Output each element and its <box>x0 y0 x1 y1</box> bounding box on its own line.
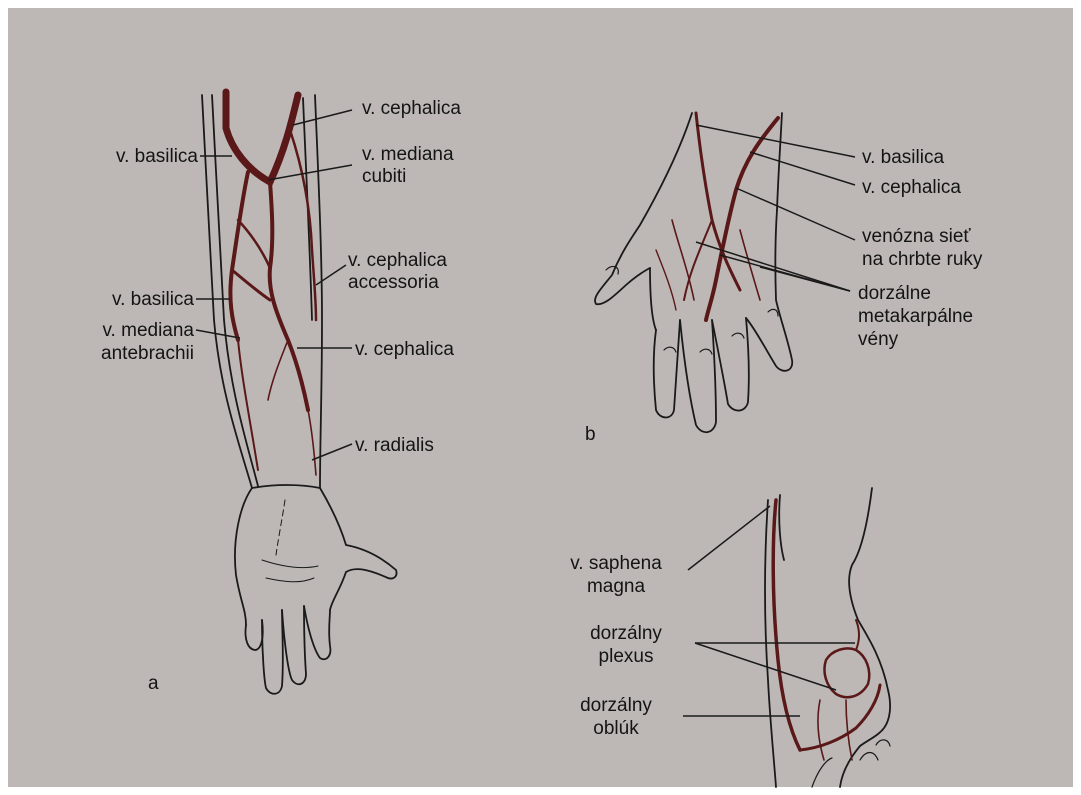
vein-plexus-branch-1 <box>856 620 859 650</box>
toe-2 <box>860 753 878 761</box>
label-c-plexus-1: dorzálny <box>562 623 690 644</box>
label-b-siet-1: venózna sieť <box>862 226 971 247</box>
palm-crease-2 <box>266 578 314 582</box>
label-a-radialis: v. radialis <box>355 435 434 456</box>
vein-minor-1 <box>268 340 288 400</box>
leader-mediana-cubiti <box>268 165 352 180</box>
vein-b-network-1 <box>684 220 712 300</box>
vein-cephalica-accessoria <box>290 130 316 320</box>
hand-b-finger-2 <box>680 320 716 432</box>
label-a-basilica-top: v. basilica <box>60 146 198 167</box>
leader-b-cephalica <box>750 152 855 185</box>
vein-dorsal-plexus <box>824 648 869 697</box>
label-a-mediana-ante-2: antebrachii <box>40 343 194 364</box>
hand-b-knuckle-2 <box>700 349 712 354</box>
hand-b-palm-left <box>650 268 656 330</box>
foot-outline-medial-inner <box>779 495 784 560</box>
forearm-outline-ulnar <box>202 95 252 488</box>
label-a-cephalica-acc-2: accessoria <box>348 272 439 293</box>
palm-crease-1 <box>262 560 318 568</box>
label-c-plexus-2: plexus <box>562 646 690 667</box>
vein-basilica-a <box>230 172 248 340</box>
label-b-meta-3: vény <box>858 329 898 350</box>
vein-b-cephalica <box>706 118 778 320</box>
leader-cephalica-top <box>293 110 352 125</box>
label-b-siet-2: na chrbte ruky <box>862 249 982 270</box>
vein-b-network-4 <box>656 250 676 310</box>
finger-little <box>245 620 262 650</box>
hand-b-knuckle-4 <box>768 309 778 316</box>
label-c-saphena-2: magna <box>550 576 682 597</box>
vein-connector-1 <box>232 270 270 300</box>
foot-outline-lateral <box>840 488 890 787</box>
label-b-cephalica: v. cephalica <box>862 177 961 198</box>
leader-mediana-ante <box>196 330 240 338</box>
hand-b-finger-4 <box>746 210 792 371</box>
hand-b-knuckle-1 <box>664 347 676 352</box>
label-b-basilica: v. basilica <box>862 147 944 168</box>
toe-3 <box>876 740 890 746</box>
label-a-cephalica-acc-1: v. cephalica <box>348 250 447 271</box>
hand-b-knuckle-3 <box>732 333 744 338</box>
leader-b-meta-3 <box>760 267 850 291</box>
toe-1 <box>812 758 832 787</box>
hand-veins <box>656 113 778 320</box>
wrist-line <box>252 485 320 488</box>
hand-outline-ulnar <box>235 488 252 625</box>
hand-outline-thumb <box>320 488 397 610</box>
leader-b-siet <box>736 188 855 240</box>
finger-middle <box>282 606 306 684</box>
vein-b-network-2 <box>672 220 694 300</box>
hand-b-outline-left <box>595 113 692 304</box>
label-a-mediana-ante-1: v. mediana <box>40 320 194 341</box>
vein-upper-trunk <box>226 92 298 182</box>
label-a-basilica-low: v. basilica <box>54 289 194 310</box>
label-c-oblouk-2: oblúk <box>552 718 680 739</box>
leader-lines <box>196 110 855 716</box>
label-b-meta-1: dorzálne <box>858 283 931 304</box>
label-c-saphena-1: v. saphena <box>550 553 682 574</box>
leader-radialis <box>312 444 352 460</box>
vein-connector-2 <box>238 220 270 268</box>
vein-radialis <box>308 410 316 475</box>
vein-plexus-branch-2 <box>818 700 824 760</box>
hand-b-finger-1 <box>654 320 680 418</box>
hand-drawing <box>595 113 792 432</box>
leader-saphena <box>688 506 770 570</box>
panel-a-letter: a <box>148 673 159 694</box>
finger-index <box>304 606 330 659</box>
label-a-mediana-cubiti-1: v. mediana <box>362 144 454 165</box>
finger-ring <box>262 610 283 694</box>
panel-b-letter: b <box>585 424 596 445</box>
label-b-meta-2: metakarpálne <box>858 306 973 327</box>
label-a-cephalica-low: v. cephalica <box>355 339 454 360</box>
palm-crease-3 <box>276 500 285 555</box>
leader-b-basilica <box>696 125 855 157</box>
label-c-oblouk-1: dorzálny <box>552 695 680 716</box>
hand-b-finger-3 <box>712 318 749 411</box>
label-a-cephalica-top: v. cephalica <box>362 98 461 119</box>
label-a-mediana-cubiti-2: cubiti <box>362 166 406 187</box>
vein-saphena-magna <box>773 500 800 750</box>
